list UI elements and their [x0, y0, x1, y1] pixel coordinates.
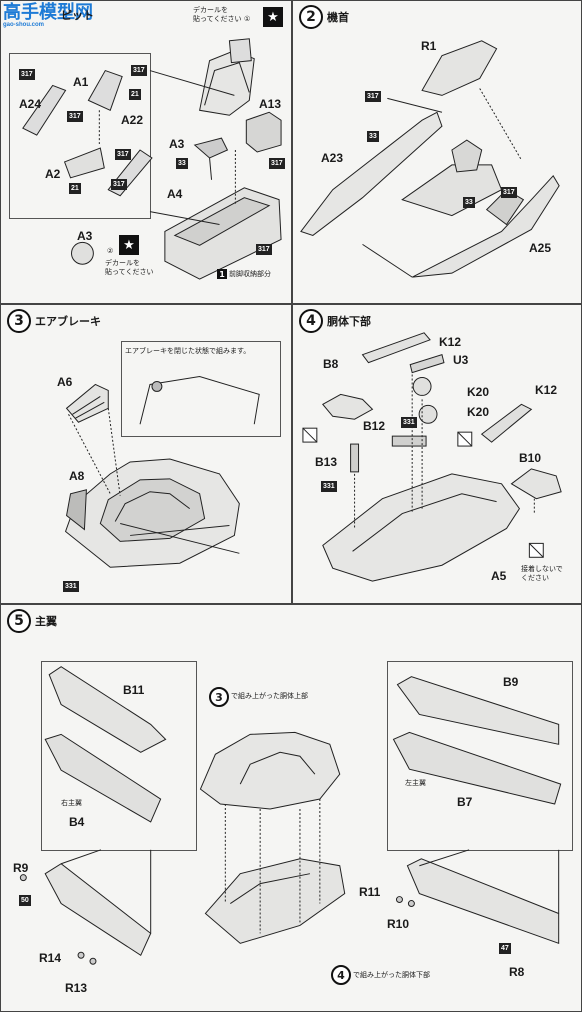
part-label-B10: B10	[519, 451, 542, 465]
part-label-A1: A1	[73, 75, 89, 89]
part-label-A3-bottom: A3	[77, 229, 93, 243]
left-wing-label: 左主翼	[405, 779, 426, 787]
part-label-R1: R1	[421, 39, 437, 53]
decal-note-2: デカールを 貼ってください	[105, 259, 154, 276]
paint-code-tag: 331	[63, 581, 79, 592]
part-label-B13: B13	[315, 455, 338, 469]
step4-number: 4	[299, 309, 323, 333]
step2-drawing	[300, 40, 560, 278]
upper-fuselage-step-ref: 3	[209, 687, 229, 707]
part-label-R11: R11	[359, 885, 381, 899]
step3-panel: 3 エアブレーキ エアブレーキを閉じた状態で組みます。 A6 A8 331	[0, 304, 292, 604]
step5-panel: 5 主翼	[0, 604, 582, 1012]
part-label-R14: R14	[39, 951, 62, 965]
watermark-url: gao-shou.com	[3, 22, 45, 28]
part-label-B11: B11	[123, 683, 145, 697]
part-label-B12: B12	[363, 419, 386, 433]
part-label-A5: A5	[491, 569, 507, 583]
step1-title: ピット	[61, 9, 94, 22]
part-label-R10: R10	[387, 917, 410, 931]
step5-drawing	[19, 666, 562, 965]
part-label-K12: K12	[439, 335, 462, 349]
step2-header: 2 機首	[299, 5, 349, 29]
paint-code-tag: 50	[19, 895, 31, 906]
paint-code-tag: 317	[19, 69, 35, 80]
part-label-B8: B8	[323, 357, 339, 371]
step3-header: 3 エアブレーキ	[7, 309, 101, 333]
nose-gear-bay-note: 前脚収納部分	[229, 270, 271, 278]
step3-number: 3	[7, 309, 31, 333]
paint-code-tag: 317	[365, 91, 381, 102]
part-label-A25: A25	[529, 241, 552, 255]
step5-header: 5 主翼	[7, 609, 57, 633]
step4-drawing	[302, 332, 562, 582]
decal-number-2: ②	[107, 247, 114, 255]
part-label-R9: R9	[13, 861, 29, 875]
part-label-K20: K20	[467, 385, 490, 399]
part-label-R8: R8	[509, 965, 525, 979]
left-wing-callout-box	[387, 661, 573, 851]
paint-code-tag: 331	[401, 417, 417, 428]
part-label-R13: R13	[65, 981, 88, 995]
paint-code-tag: 33	[367, 131, 379, 142]
step2-panel: 2 機首 R1 A23 A25 317 33 33 317	[292, 0, 582, 304]
paint-code-tag: 33	[463, 197, 475, 208]
paint-code-tag: 33	[176, 158, 188, 169]
star-decal-icon: ★	[119, 235, 139, 255]
paint-code-tag: 317	[256, 244, 272, 255]
step4-header: 4 胴体下部	[299, 309, 371, 333]
step3-title: エアブレーキ	[35, 315, 101, 328]
watermark-logo: 高手模型网 gao-shou.com	[3, 3, 93, 29]
watermark-text: 高手模型网	[3, 2, 93, 22]
step1-panel: 高手模型网 gao-shou.com ピット デカールを 貼ってください ① ★	[0, 0, 292, 304]
paint-code-tag: 21	[69, 183, 81, 194]
decal-note: デカールを 貼ってください	[193, 6, 242, 23]
step5-number: 5	[7, 609, 31, 633]
step4-title: 胴体下部	[327, 315, 371, 328]
paint-code-tag: 331	[321, 481, 337, 492]
part-label-A4: A4	[167, 187, 183, 201]
lower-fuselage-ref: で組み上がった胴体下部	[353, 971, 430, 979]
paint-code-tag: 317	[111, 179, 127, 190]
no-glue-note: 接着しないで ください	[521, 565, 563, 582]
step1-header: ピット	[61, 7, 94, 23]
paint-code-tag: 317	[115, 149, 131, 160]
part-label-B7: B7	[457, 795, 473, 809]
airbrake-note: エアブレーキを閉じた状態で組みます。	[125, 347, 251, 355]
right-wing-callout-box	[41, 661, 197, 851]
part-label-A22: A22	[121, 113, 144, 127]
paint-code-tag: 21	[129, 89, 141, 100]
step3-note-box	[121, 341, 281, 437]
decal-number: ①	[244, 15, 251, 23]
paint-code-tag: 317	[131, 65, 147, 76]
part-label-A13: A13	[259, 97, 282, 111]
part-label-K20: K20	[467, 405, 490, 419]
star-decal-icon: ★	[263, 7, 283, 27]
step3-drawing	[64, 376, 260, 568]
step2-title: 機首	[327, 11, 349, 24]
part-label-B4: B4	[69, 815, 85, 829]
step1-drawing	[22, 38, 282, 280]
paint-code-tag: 47	[499, 943, 511, 954]
step1-subassembly-box	[9, 53, 151, 219]
step5-title: 主翼	[35, 615, 57, 628]
part-label-A6: A6	[57, 375, 73, 389]
step4-panel: 4 胴体下部	[292, 304, 582, 604]
part-label-U3: U3	[453, 353, 469, 367]
lower-fuselage-step-ref: 4	[331, 965, 351, 985]
part-label-B9: B9	[503, 675, 519, 689]
part-label-A8: A8	[69, 469, 85, 483]
step2-number: 2	[299, 5, 323, 29]
right-wing-label: 右主翼	[61, 799, 82, 807]
part-label-A24: A24	[19, 97, 42, 111]
paint-code-tag: 317	[501, 187, 517, 198]
upper-fuselage-ref: で組み上がった胴体上部	[231, 692, 308, 700]
part-label-K12-right: K12	[535, 383, 558, 397]
paint-code-tag: 317	[269, 158, 285, 169]
paint-code-tag: 317	[67, 111, 83, 122]
part-label-A3: A3	[169, 137, 185, 151]
part-label-A23: A23	[321, 151, 344, 165]
part-label-A2: A2	[45, 167, 61, 181]
nose-gear-step-number: 1	[217, 269, 227, 279]
